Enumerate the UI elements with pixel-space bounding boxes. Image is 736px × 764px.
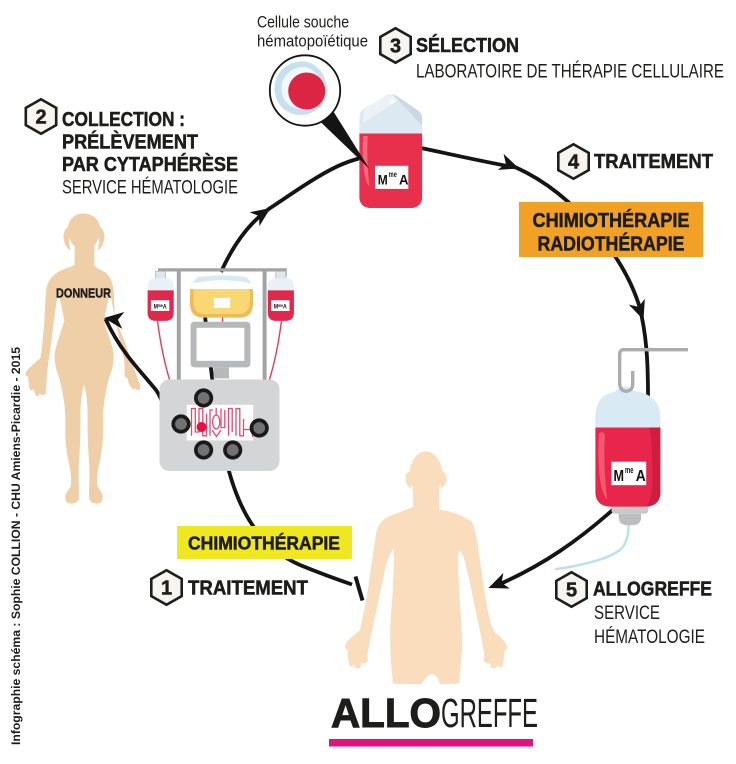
svg-text:CHIMIOTHÉRAPIE: CHIMIOTHÉRAPIE [533,209,690,232]
svg-text:PAR CYTAPHÉRÈSE: PAR CYTAPHÉRÈSE [62,153,238,176]
svg-text:PRÉLÈVEMENT: PRÉLÈVEMENT [62,131,198,154]
svg-text:HÉMATOLOGIE: HÉMATOLOGIE [594,627,705,648]
svg-text:MᵐᵉA: MᵐᵉA [154,304,168,310]
svg-text:SÉLECTION: SÉLECTION [416,34,519,57]
svg-text:DONNEUR: DONNEUR [56,286,112,301]
svg-text:LABORATOIRE DE THÉRAPIE CELLUL: LABORATOIRE DE THÉRAPIE CELLULAIRE [416,62,724,83]
svg-text:Cellule souche: Cellule souche [257,13,349,32]
svg-text:hématopoïétique: hématopoïétique [257,32,368,51]
svg-text:M: M [614,468,625,485]
svg-text:CHIMIOTHÉRAPIE: CHIMIOTHÉRAPIE [188,533,340,554]
svg-text:3: 3 [390,36,401,58]
svg-text:RADIOTHÉRAPIE: RADIOTHÉRAPIE [538,233,685,256]
svg-text:4: 4 [568,152,580,174]
svg-text:A: A [399,172,409,188]
svg-text:ALLOGREFFE: ALLOGREFFE [593,578,712,601]
svg-text:COLLECTION :: COLLECTION : [62,108,185,131]
svg-text:A: A [636,468,646,485]
svg-text:me: me [389,170,397,179]
svg-text:SERVICE: SERVICE [594,603,660,624]
svg-text:5: 5 [566,580,577,602]
svg-text:M: M [378,172,388,188]
svg-text:1: 1 [161,578,172,600]
svg-text:SERVICE HÉMATOLOGIE: SERVICE HÉMATOLOGIE [62,178,238,199]
svg-text:2: 2 [35,107,46,129]
svg-text:TRAITEMENT: TRAITEMENT [594,150,713,173]
svg-text:GREFFE: GREFFE [441,690,538,736]
svg-text:Infographie schéma : Sophie CO: Infographie schéma : Sophie COLLION - CH… [11,346,23,745]
svg-text:TRAITEMENT: TRAITEMENT [188,577,308,600]
svg-text:me: me [625,465,634,475]
svg-text:ALLO: ALLO [331,690,441,736]
